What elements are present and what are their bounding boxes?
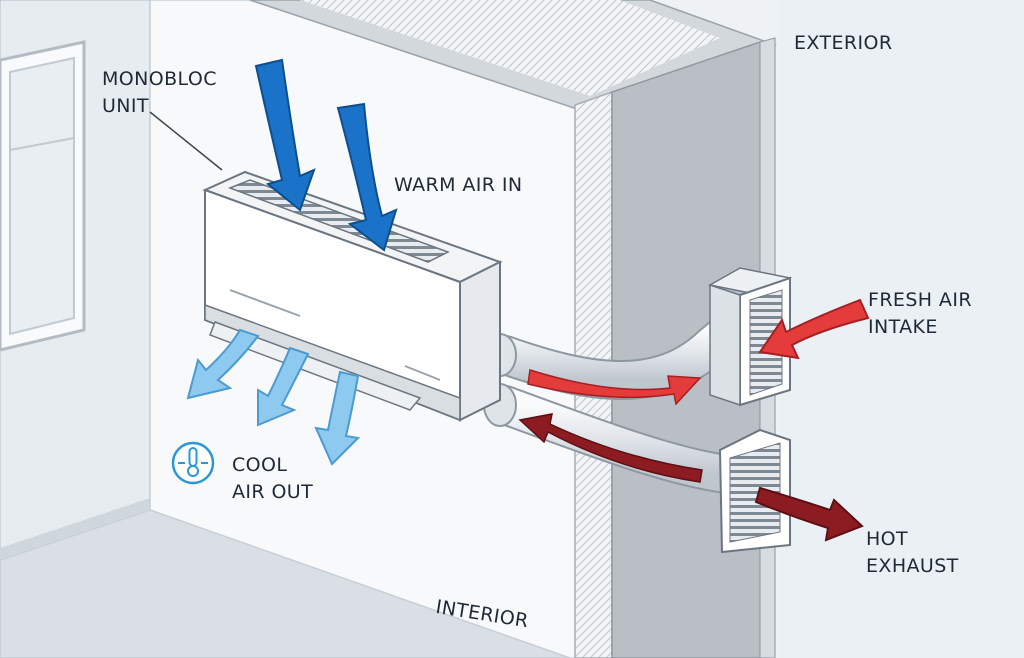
fresh-air-intake-label: FRESH AIR INTAKE xyxy=(868,287,972,341)
left-arrow-icon xyxy=(527,298,870,406)
hot-label-line2: EXHAUST xyxy=(866,555,959,577)
monobloc-label-line2: UNIT xyxy=(102,95,149,117)
warm-air-in-text: WARM AIR IN xyxy=(394,174,523,196)
fresh-label-line1: FRESH AIR xyxy=(868,289,972,311)
down-arrow-icon xyxy=(254,58,398,252)
monobloc-unit-label: MONOBLOC UNIT xyxy=(102,66,217,120)
cool-air-out-label: COOL AIR OUT xyxy=(232,452,313,506)
thermometer-icon xyxy=(171,441,215,485)
monobloc-label-line1: MONOBLOC xyxy=(102,68,217,90)
vent-grille-icon xyxy=(707,267,793,554)
hot-label-line1: HOT xyxy=(866,528,909,550)
fresh-label-line2: INTAKE xyxy=(868,316,938,338)
exterior-text: EXTERIOR xyxy=(794,32,893,54)
down-arrow-icon xyxy=(186,328,361,466)
hot-exhaust-label: HOT EXHAUST xyxy=(866,526,959,580)
window xyxy=(0,40,86,352)
right-arrow-icon xyxy=(518,413,864,542)
cool-label-line2: AIR OUT xyxy=(232,481,314,503)
cool-label-line1: COOL xyxy=(232,454,288,476)
exterior-label: EXTERIOR xyxy=(794,30,892,57)
callout-line xyxy=(149,111,223,171)
warm-air-in-label: WARM AIR IN xyxy=(394,172,522,199)
